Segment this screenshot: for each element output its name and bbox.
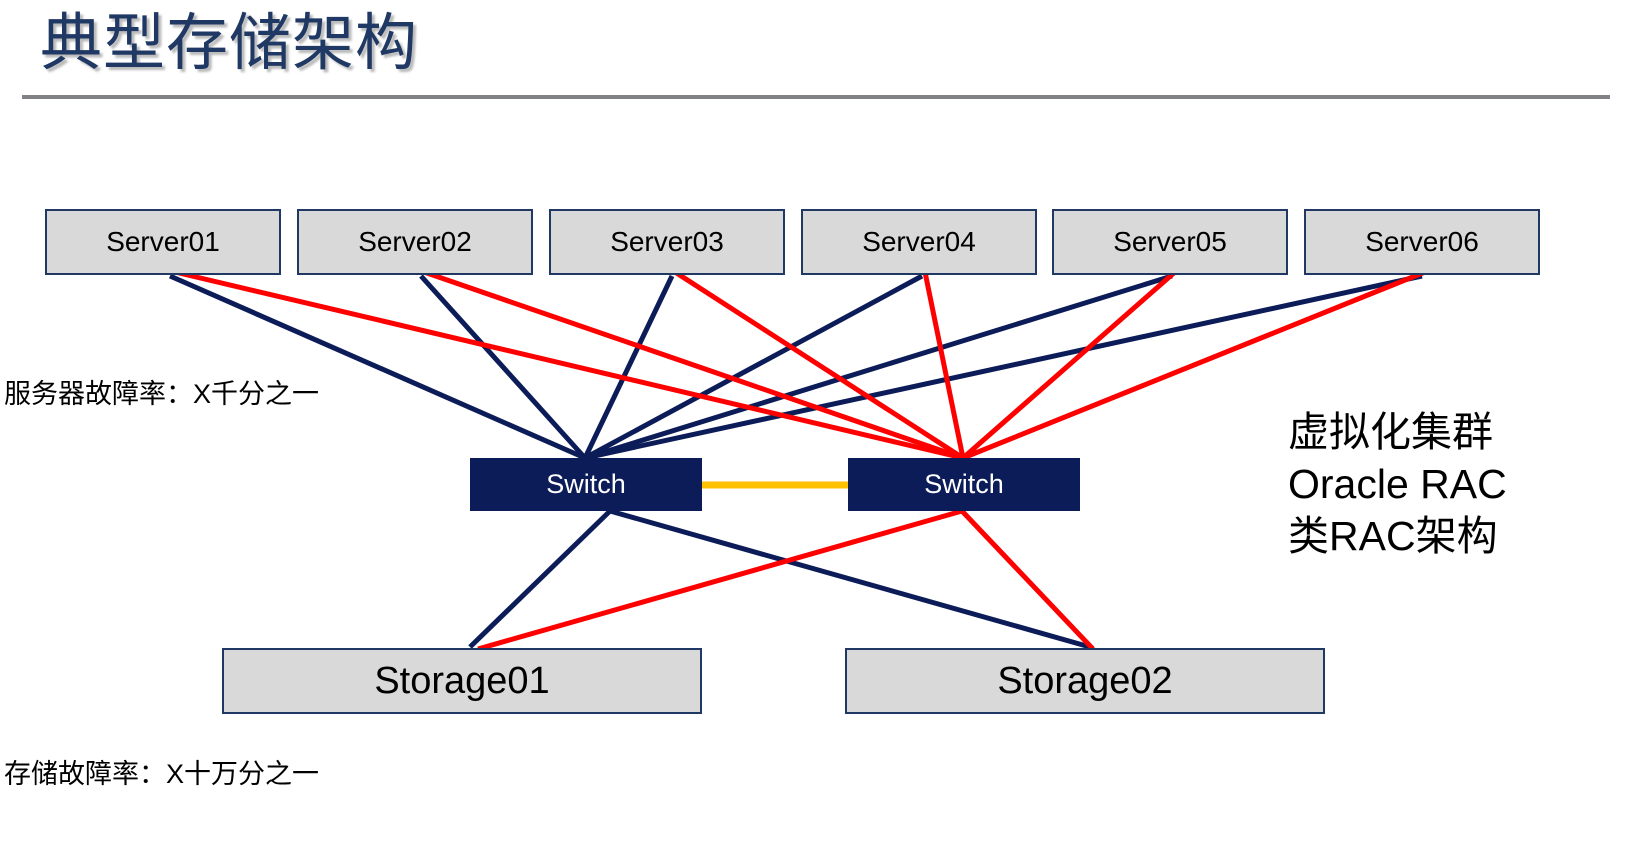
node-label: Server02 [358, 226, 472, 257]
link-server01-switch-right [174, 269, 964, 461]
link-switch-right-storage02 [960, 509, 1095, 651]
link-server02-switch-left [419, 274, 587, 460]
node-server-06[interactable]: Server06 [1304, 209, 1540, 275]
architecture-note-line-1: 虚拟化集群 [1288, 409, 1493, 455]
node-server-02[interactable]: Server02 [297, 209, 533, 275]
switch-to-storage-links-secondary [477, 508, 1095, 652]
node-label: Switch [546, 469, 626, 499]
switch-to-storage-links-primary [468, 508, 1091, 650]
page-title: 典型存储架构 [40, 9, 419, 78]
node-label: Server04 [862, 226, 976, 257]
node-server-05[interactable]: Server05 [1052, 209, 1288, 275]
architecture-note-line-3: 类RAC架构 [1288, 513, 1498, 559]
node-label: Server05 [1113, 226, 1227, 257]
link-server05-switch-left [584, 273, 1173, 461]
node-server-01[interactable]: Server01 [45, 209, 281, 275]
node-label: Storage02 [997, 659, 1173, 702]
link-server04-switch-right [922, 271, 966, 459]
link-switch-right-storage01 [477, 508, 963, 652]
link-server03-switch-right [673, 269, 965, 461]
link-server04-switch-left [583, 273, 924, 461]
server-to-right-switch-links [174, 269, 1426, 461]
title-divider [22, 95, 1610, 99]
link-server03-switch-left [582, 274, 675, 460]
storage-failure-rate-label: 存储故障率：X十万分之一 [4, 759, 320, 789]
node-server-03[interactable]: Server03 [549, 209, 785, 275]
architecture-note: 虚拟化集群 Oracle RAC 类RAC架构 [1288, 406, 1507, 562]
node-switch-left[interactable]: Switch [470, 458, 702, 511]
link-switch-left-storage01 [468, 509, 612, 649]
server-to-left-switch-links [168, 273, 1423, 461]
node-label: Switch [924, 469, 1004, 499]
node-label: Server06 [1365, 226, 1479, 257]
link-server06-switch-right [962, 269, 1426, 461]
link-server01-switch-left [168, 273, 587, 461]
node-storage-01[interactable]: Storage01 [222, 648, 702, 714]
node-label: Server01 [106, 226, 220, 257]
node-label: Storage01 [374, 659, 550, 702]
node-switch-right[interactable]: Switch [848, 458, 1080, 511]
node-storage-02[interactable]: Storage02 [845, 648, 1325, 714]
link-switch-left-storage02 [609, 508, 1091, 650]
node-label: Server03 [610, 226, 724, 257]
architecture-note-line-2: Oracle RAC [1288, 461, 1507, 507]
link-server06-switch-left [584, 273, 1423, 461]
server-failure-rate-label: 服务器故障率：X千分之一 [4, 379, 320, 409]
node-server-04[interactable]: Server04 [801, 209, 1037, 275]
link-server02-switch-right [423, 269, 964, 461]
link-server05-switch-right [961, 270, 1177, 460]
